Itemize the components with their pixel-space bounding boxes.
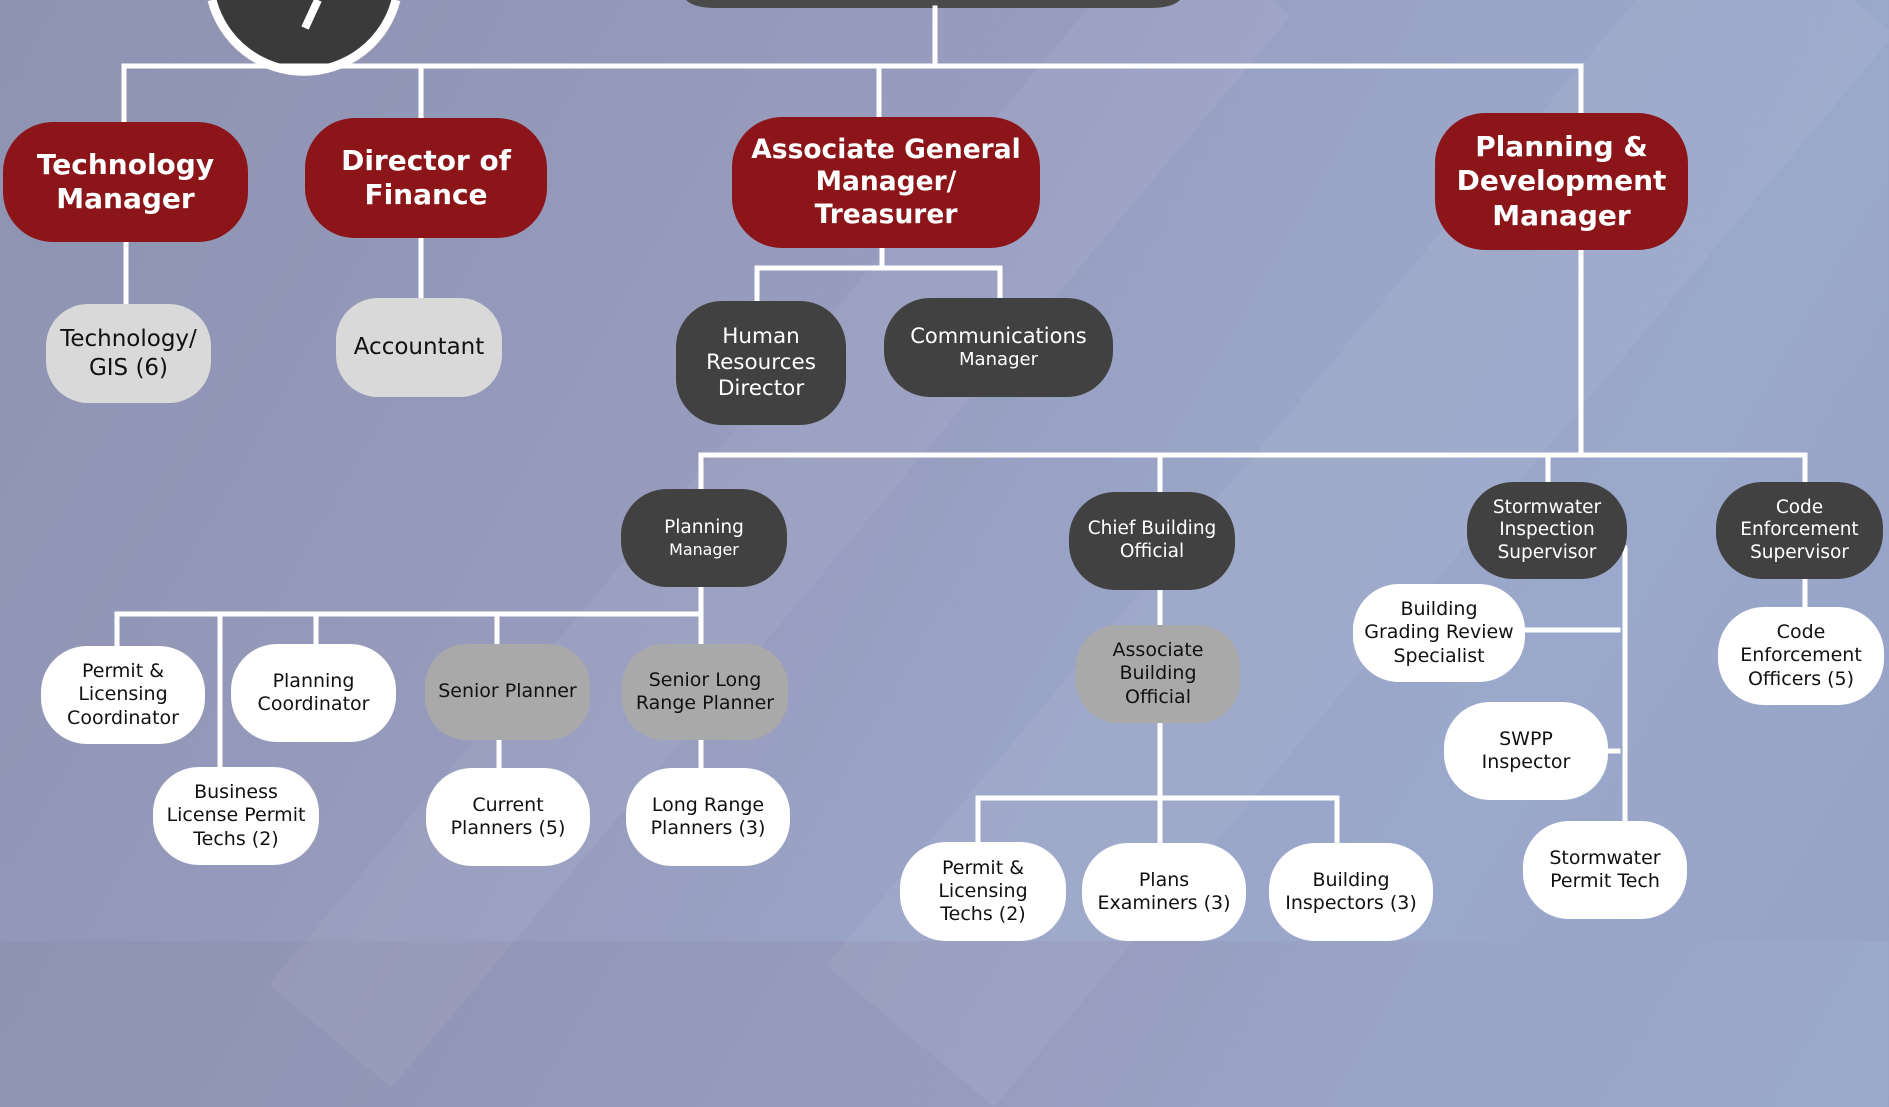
code-enforcement-supervisor-node: Code Enforcement Supervisor — [1716, 482, 1883, 579]
permit-licensing-techs-node: Permit & Licensing Techs (2) — [900, 842, 1066, 941]
current-planners-node: Current Planners (5) — [426, 768, 590, 866]
node-label: Plans Examiners (3) — [1097, 868, 1231, 914]
director-of-finance-node: Director of Finance — [305, 118, 547, 238]
node-label: Business License Permit Techs (2) — [166, 781, 306, 850]
node-label: Long Range Planners (3) — [650, 793, 766, 839]
node-label: Technology/ GIS (6) — [60, 326, 197, 381]
connector-lines — [207, 0, 1180, 76]
technology-gis-node: Technology/ GIS (6) — [46, 304, 211, 403]
permit-licensing-coordinator-node: Permit & Licensing Coordinator — [41, 646, 205, 744]
node-label: Building Inspectors (3) — [1285, 868, 1417, 914]
node-label: Senior Planner — [438, 680, 577, 703]
node-subtitle: Manager — [669, 539, 739, 559]
node-label: Associate General Manager/ Treasurer — [751, 134, 1021, 230]
business-license-permit-techs-node: Business License Permit Techs (2) — [153, 767, 319, 865]
logo-icon — [207, 0, 401, 76]
building-grading-specialist-node: Building Grading Review Specialist — [1353, 584, 1525, 682]
technology-manager-node: Technology Manager — [3, 122, 248, 242]
node-label: Senior Long Range Planner — [635, 668, 775, 714]
node-label: Stormwater Permit Tech — [1549, 846, 1661, 892]
long-range-planners-node: Long Range Planners (3) — [626, 768, 790, 866]
node-label: Code Enforcement Supervisor — [1740, 496, 1859, 563]
node-label: Associate Building Official — [1112, 639, 1204, 708]
node-label: Planning & Development Manager — [1456, 130, 1667, 232]
node-label: Permit & Licensing Coordinator — [67, 660, 179, 729]
building-inspectors-node: Building Inspectors (3) — [1269, 843, 1433, 941]
node-label: Current Planners (5) — [450, 793, 566, 839]
node-title: Planning — [664, 517, 744, 539]
stormwater-permit-tech-node: Stormwater Permit Tech — [1523, 821, 1687, 919]
senior-planner-node: Senior Planner — [425, 644, 590, 740]
stormwater-inspection-supervisor-node: Stormwater Inspection Supervisor — [1467, 482, 1627, 579]
code-enforcement-officers-node: Code Enforcement Officers (5) — [1718, 607, 1884, 705]
chief-building-official-node: Chief Building Official — [1069, 492, 1235, 590]
associate-general-manager-node: Associate General Manager/ Treasurer — [732, 117, 1040, 248]
node-label: Permit & Licensing Techs (2) — [938, 856, 1028, 926]
senior-long-range-planner-node: Senior Long Range Planner — [622, 644, 788, 740]
planning-manager-node: Planning Manager — [621, 489, 787, 587]
node-label: Planning Coordinator — [257, 669, 370, 715]
hr-director-node: Human Resources Director — [676, 301, 846, 425]
node-label: Human Resources Director — [706, 323, 816, 402]
top-box-partial — [686, 0, 1180, 8]
node-label: Chief Building Official — [1087, 518, 1217, 562]
accountant-node: Accountant — [336, 298, 502, 397]
node-title: Communications — [910, 323, 1087, 348]
node-label: Director of Finance — [341, 143, 511, 211]
node-label: Code Enforcement Officers (5) — [1740, 621, 1862, 690]
node-subtitle: Manager — [958, 349, 1039, 371]
node-label: Technology Manager — [36, 147, 215, 215]
node-label: Accountant — [353, 334, 485, 361]
associate-building-official-node: Associate Building Official — [1076, 625, 1240, 723]
node-label: Building Grading Review Specialist — [1364, 598, 1514, 667]
node-label: Stormwater Inspection Supervisor — [1492, 496, 1602, 563]
plans-examiners-node: Plans Examiners (3) — [1082, 843, 1246, 941]
communications-manager-node: Communications Manager — [884, 298, 1113, 397]
planning-development-manager-node: Planning & Development Manager — [1435, 113, 1688, 250]
planning-coordinator-node: Planning Coordinator — [231, 644, 396, 742]
node-label: SWPP Inspector — [1481, 727, 1571, 773]
swpp-inspector-node: SWPP Inspector — [1444, 702, 1608, 800]
